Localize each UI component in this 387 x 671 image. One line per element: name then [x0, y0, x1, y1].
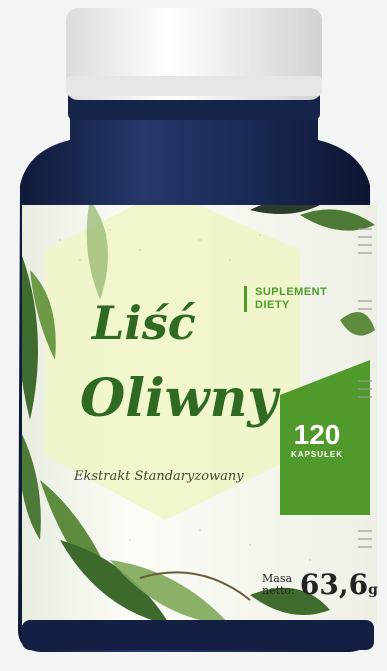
- capsule-count-value: 120: [293, 419, 341, 450]
- net-mass-number: 63,6: [299, 568, 369, 601]
- label-area: [22, 205, 377, 625]
- net-mass-unit: g: [368, 582, 378, 598]
- capsule-count: 120 KAPSUŁEK: [282, 419, 352, 460]
- supplement-badge: SUPLEMENT DIETY: [244, 286, 365, 312]
- net-mass-value: 63,6g: [300, 568, 378, 601]
- capsule-count-unit: KAPSUŁEK: [290, 450, 343, 459]
- net-mass: Masa netto: 63,6g: [262, 568, 378, 601]
- product-title-line2: Oliwny: [80, 368, 278, 429]
- product-subtitle: Ekstrakt Standaryzowany: [74, 469, 244, 484]
- product-title-line1: Liść: [92, 296, 196, 350]
- bottle-base: [22, 620, 374, 650]
- bottle-cap: [66, 8, 322, 100]
- net-mass-label-line1: Masa: [262, 571, 293, 585]
- net-mass-label-line2: netto:: [262, 583, 295, 597]
- count-ribbon: [280, 360, 370, 515]
- net-mass-label: Masa netto:: [262, 571, 295, 597]
- supplement-line1: SUPLEMENT: [255, 286, 328, 298]
- olive-leaves-right: [250, 205, 375, 615]
- olive-leaves-left: [22, 205, 251, 625]
- hexagon-shape: [45, 205, 300, 520]
- supplement-line2: DIETY: [255, 299, 290, 311]
